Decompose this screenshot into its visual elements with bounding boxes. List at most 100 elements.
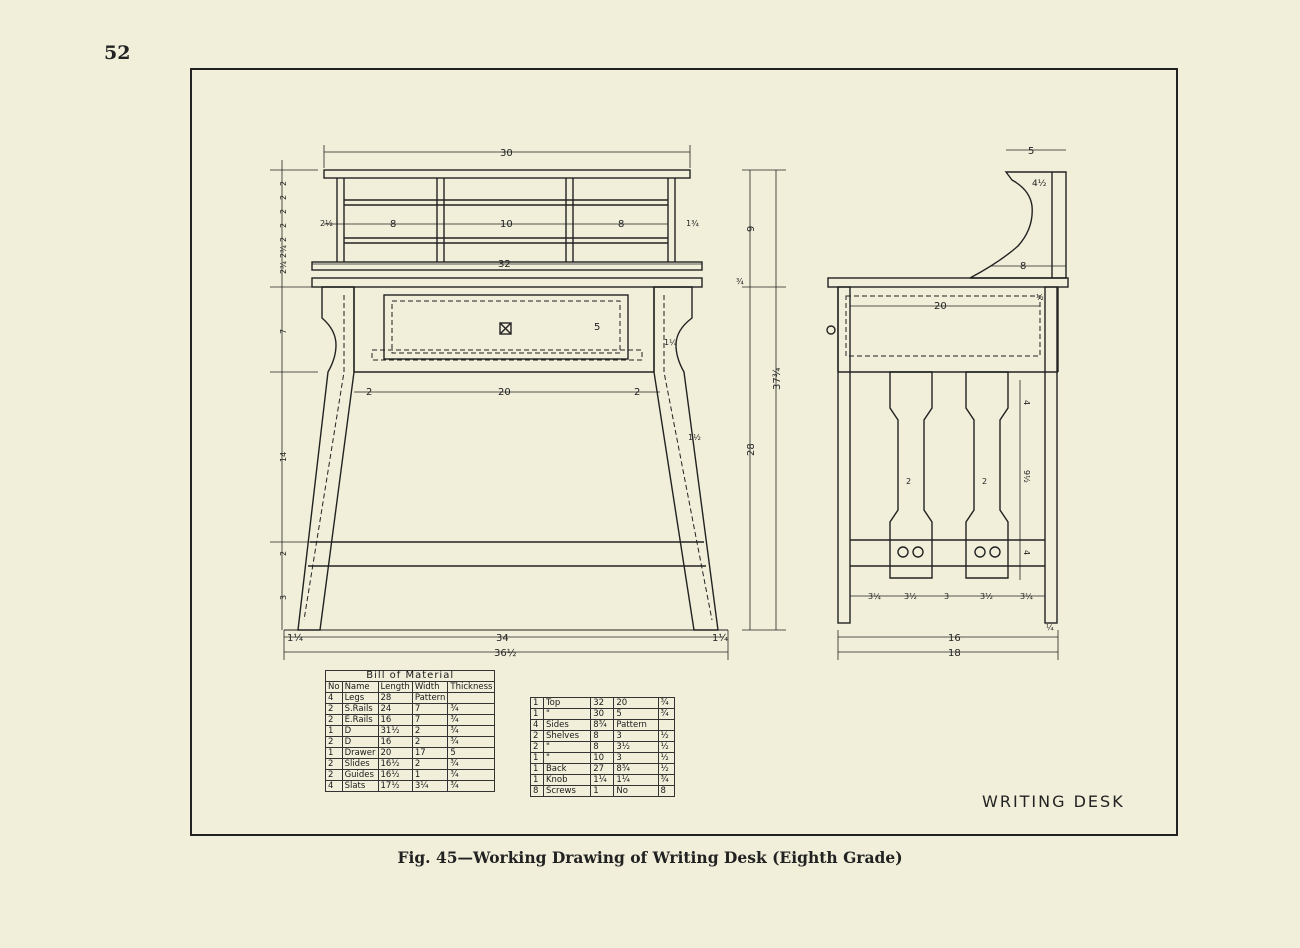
dim-left-10: 2 — [279, 551, 288, 556]
right-leg — [653, 286, 719, 631]
dim-side-height-1: 4 — [1022, 400, 1031, 405]
cell: 17 — [411, 747, 449, 759]
drawing-title: WRITING DESK — [982, 792, 1125, 811]
front-top-board — [323, 169, 691, 179]
dim-misc-1: 1¾ — [686, 219, 699, 228]
dim-side-spacing-1: 3¼ — [868, 592, 881, 601]
cell: 2 — [530, 741, 544, 753]
cell: ½ — [657, 763, 676, 775]
dim-left-7: 2¾ — [279, 261, 288, 274]
dim-side-dim-1: 1½ — [688, 433, 701, 442]
cell: ¾ — [447, 736, 496, 748]
dim-side-height-2: 9½ — [1022, 470, 1031, 483]
cell: 2 — [325, 769, 343, 781]
cell: 1 — [325, 725, 343, 737]
cell: 1 — [530, 752, 544, 764]
dim-left-1: 2 — [279, 181, 288, 186]
dim-left-8: 7 — [279, 329, 288, 334]
cell — [447, 692, 496, 704]
bom-header: Thickness — [447, 681, 496, 693]
dim-base-inner: 34 — [496, 633, 509, 644]
cell: ¾ — [447, 725, 496, 737]
cell: 2 — [411, 758, 449, 770]
cell: ½ — [657, 741, 676, 753]
cell: Pattern — [411, 692, 449, 704]
dim-side-slat-width-1: 2 — [906, 477, 911, 486]
dim-left-9: 14 — [279, 452, 288, 462]
cell: 4 — [530, 719, 544, 731]
bom-header: Length — [377, 681, 413, 693]
cell — [657, 719, 676, 731]
cell: 2 — [325, 758, 343, 770]
dim-side-spacing-2: 3½ — [904, 592, 917, 601]
dim-side-misc-2: ¼ — [1046, 623, 1054, 632]
dim-side-table-depth: 20 — [934, 301, 947, 312]
dim-misc-2: ¾ — [736, 277, 744, 286]
drawer-knob — [499, 322, 512, 335]
cell: 16 — [377, 714, 413, 726]
dim-side-slat-width-2: 2 — [982, 477, 987, 486]
left-leg — [297, 286, 355, 631]
cell: Back — [542, 763, 592, 775]
cell: 8 — [590, 730, 615, 742]
dim-overall-height: 37¾ — [772, 367, 783, 390]
cell: D — [341, 725, 379, 737]
cell: ½ — [657, 730, 676, 742]
side-bracket — [969, 171, 1067, 279]
cell: ¾ — [447, 714, 496, 726]
cell: 16½ — [377, 758, 413, 770]
cell: 4 — [325, 780, 343, 792]
cell: 1 — [530, 708, 544, 720]
front-table-top — [311, 277, 703, 288]
cell: 16 — [377, 736, 413, 748]
dim-compartment-3: 8 — [618, 219, 624, 230]
cell: 1 — [411, 769, 449, 781]
cell: Sides — [542, 719, 592, 731]
cell: 1¼ — [590, 774, 615, 786]
front-view — [270, 145, 786, 660]
cell: 7 — [411, 714, 449, 726]
dim-side-spacing-3: 3 — [944, 592, 949, 601]
cell: 24 — [377, 703, 413, 715]
cell: Knob — [542, 774, 592, 786]
dim-left-11: 3 — [279, 595, 288, 600]
figure-caption: Fig. 45—Working Drawing of Writing Desk … — [397, 848, 903, 867]
drawing-frame — [190, 68, 1178, 836]
dim-side-bracket: 4½ — [1032, 179, 1047, 189]
cell: ¾ — [657, 708, 676, 720]
cell: No — [613, 785, 659, 797]
cell: 2 — [530, 730, 544, 742]
cell: 10 — [590, 752, 615, 764]
cell: 5 — [447, 747, 496, 759]
cell: ¾ — [447, 758, 496, 770]
side-left-leg — [837, 286, 851, 624]
bill-of-material-table: Bill of Material No Name Length Width Th… — [324, 670, 496, 792]
dim-side-dim-3: 2½ — [320, 219, 333, 228]
cell: Top — [542, 697, 592, 709]
cell: 1 — [325, 747, 343, 759]
bom-title: Bill of Material — [324, 670, 496, 682]
dim-top-width: 30 — [500, 148, 513, 159]
cell: 1¼ — [613, 774, 659, 786]
dim-side-dim-2: 1¼ — [664, 338, 677, 347]
cell: ¾ — [447, 780, 496, 792]
cell: 32 — [590, 697, 615, 709]
cell: 2 — [325, 714, 343, 726]
cell: S.Rails — [341, 703, 379, 715]
cell: 4 — [325, 692, 343, 704]
cell: 8 — [590, 741, 615, 753]
cell: 20 — [377, 747, 413, 759]
cell: " — [542, 752, 592, 764]
dim-compartment-2: 10 — [500, 219, 513, 230]
cell: ½ — [657, 752, 676, 764]
dim-side-base-outer: 18 — [948, 648, 961, 659]
cell: 20 — [613, 697, 659, 709]
cell: 8 — [657, 785, 676, 797]
